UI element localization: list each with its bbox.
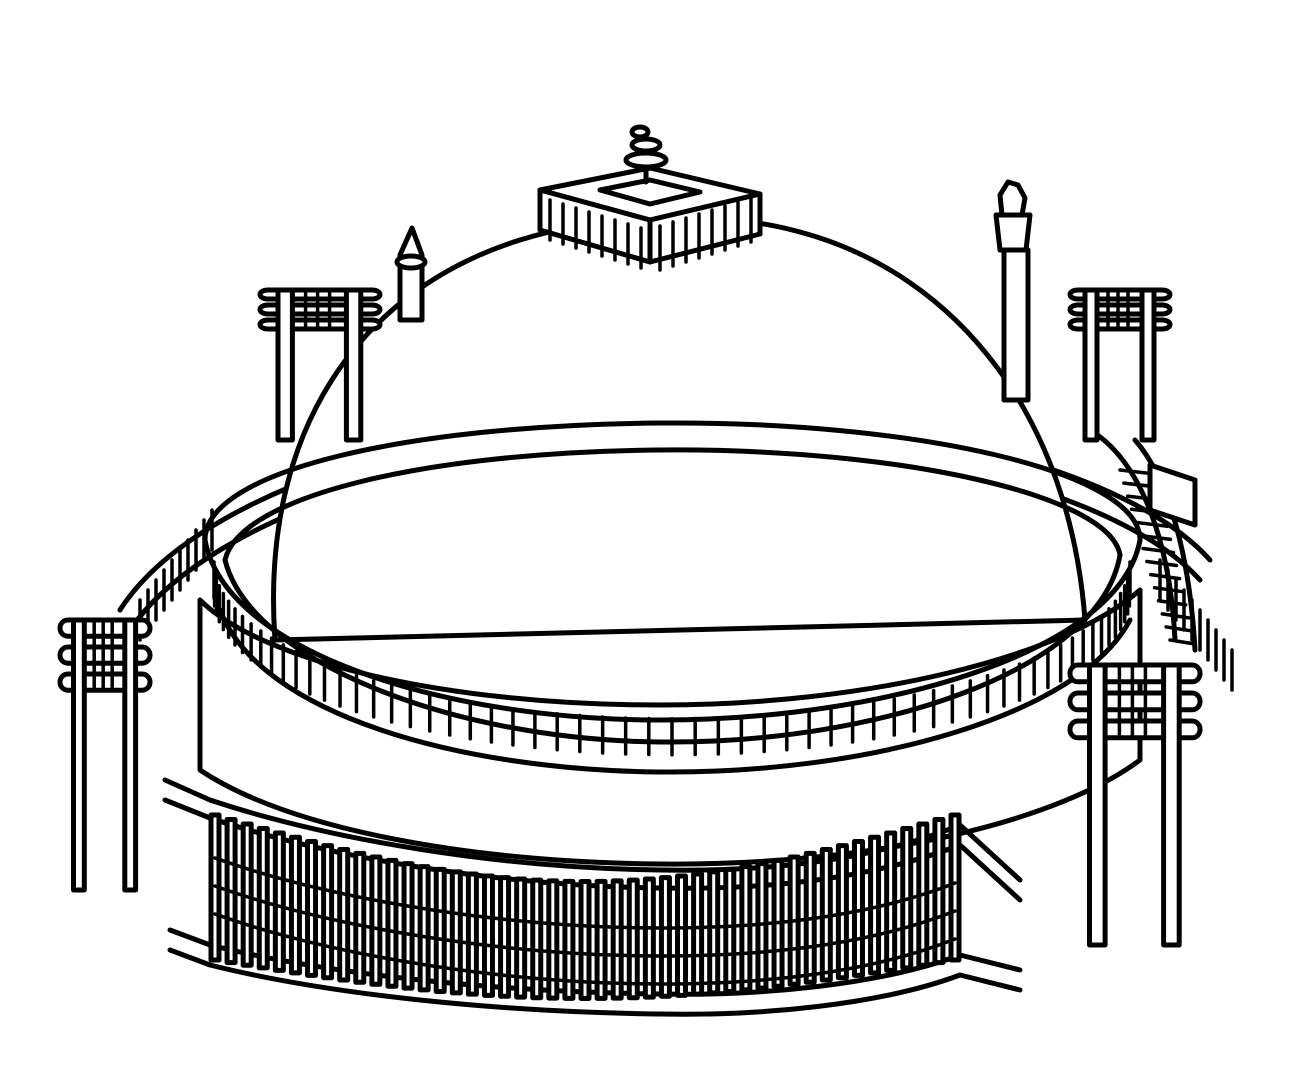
ground-baluster [948,812,962,963]
stair-tread [1137,533,1173,542]
ground-baluster [658,875,672,999]
pillar-left [394,225,428,323]
ground-baluster [610,878,624,1001]
ground-baluster [851,838,865,978]
ground-baluster [256,826,270,971]
ground-baluster [321,843,335,981]
ground-baluster [675,873,689,998]
ground-baluster [337,847,351,983]
ground-baluster [562,878,576,1001]
ground-baluster [305,838,319,978]
ground-baluster [739,864,753,993]
ground-railing [162,777,1023,1017]
ground-baluster [642,876,656,1000]
ground-baluster [288,834,302,976]
harmika [537,124,763,272]
ground-baluster [691,871,705,997]
ground-crossbar [213,856,957,930]
ground-baluster [530,877,544,1001]
stair-tread [1141,546,1176,555]
gateway-left-post [71,617,87,893]
stair-tread [1168,638,1197,646]
gateway-left-post [122,617,139,893]
ground-baluster [353,850,367,985]
gateway-front-right-post [1161,662,1182,948]
gateway-back-left [257,287,383,443]
gateway-front-right-post [1087,662,1108,948]
stairway [1087,427,1198,653]
ground-baluster [369,854,383,987]
stair-tread [1156,599,1188,607]
stair-tread [1164,625,1194,633]
ground-baluster [465,871,479,997]
stair-tread [1160,612,1191,620]
gateway-back-right [1067,287,1173,443]
ground-baluster [433,866,447,994]
ground-baluster [481,873,495,998]
stair-tread [1149,572,1182,581]
gateway-back-right-post [1139,287,1157,443]
stair-tread [1133,520,1170,529]
ground-crossbar [213,884,957,958]
dome [271,214,1088,643]
pillar-right [993,179,1033,403]
ground-baluster [594,878,608,1001]
ground-baluster [417,864,431,993]
gateway-left [57,617,153,893]
ground-baluster [449,869,463,996]
ground-baluster [385,857,399,989]
stair-tread [1145,559,1179,568]
drum [197,420,1143,867]
ground-baluster [272,830,286,973]
ground-baluster [514,876,528,1000]
stair-tread [1152,585,1185,594]
ground-baluster [498,875,512,999]
gateway-back-right-post [1082,287,1100,443]
ground-baluster [723,866,737,994]
ground-baluster [626,877,640,1001]
ground-baluster [707,869,721,996]
ground-crossbar [213,912,957,986]
gateway-front-right [1067,662,1203,948]
gateway-back-left-post [343,287,364,443]
ground-baluster [578,879,592,1001]
ground-baluster [546,878,560,1001]
ground-baluster [401,861,415,991]
gateway-back-left-post [275,287,295,443]
